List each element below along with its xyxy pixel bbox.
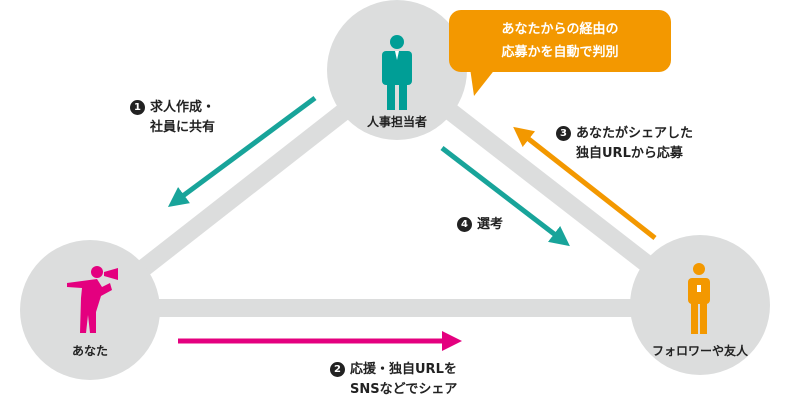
step2-number: 2 bbox=[330, 362, 345, 377]
step1-number: 1 bbox=[130, 100, 145, 115]
step4-number: 4 bbox=[457, 217, 472, 232]
bubble-line1: あなたからの経由の bbox=[501, 22, 619, 37]
step3-line1: あなたがシェアした bbox=[576, 126, 694, 141]
phone-person-icon bbox=[688, 263, 710, 334]
friends-label: フォロワーや友人 bbox=[651, 344, 748, 358]
step4-label: 4 選考 bbox=[457, 215, 503, 235]
step1-label: 1 求人作成・ 社員に共有 bbox=[130, 98, 215, 138]
businessman-icon bbox=[382, 35, 412, 110]
arrow-step4 bbox=[440, 146, 570, 247]
step2-line1: 応援・独自URLを bbox=[350, 362, 457, 377]
bubble-tail bbox=[470, 68, 496, 96]
step1-line1: 求人作成・ bbox=[150, 100, 216, 115]
you-label: あなた bbox=[71, 344, 108, 358]
bubble-line2: 応募かを自動で判別 bbox=[501, 45, 619, 60]
arrow-step1 bbox=[167, 95, 317, 207]
megaphone-person-icon bbox=[67, 266, 118, 333]
step3-number: 3 bbox=[556, 126, 571, 141]
step2-label: 2 応援・独自URLを SNSなどでシェア bbox=[330, 360, 457, 400]
arrow-step3 bbox=[513, 126, 657, 240]
step2-line2: SNSなどでシェア bbox=[350, 382, 458, 397]
step4-line1: 選考 bbox=[477, 217, 504, 232]
step1-line2: 社員に共有 bbox=[150, 120, 216, 135]
step3-label: 3 あなたがシェアした 独自URLから応募 bbox=[556, 124, 693, 164]
speech-bubble: あなたからの経由の 応募かを自動で判別 bbox=[449, 10, 671, 72]
step3-line2: 独自URLから応募 bbox=[576, 146, 683, 161]
hr-label: 人事担当者 bbox=[366, 115, 427, 129]
